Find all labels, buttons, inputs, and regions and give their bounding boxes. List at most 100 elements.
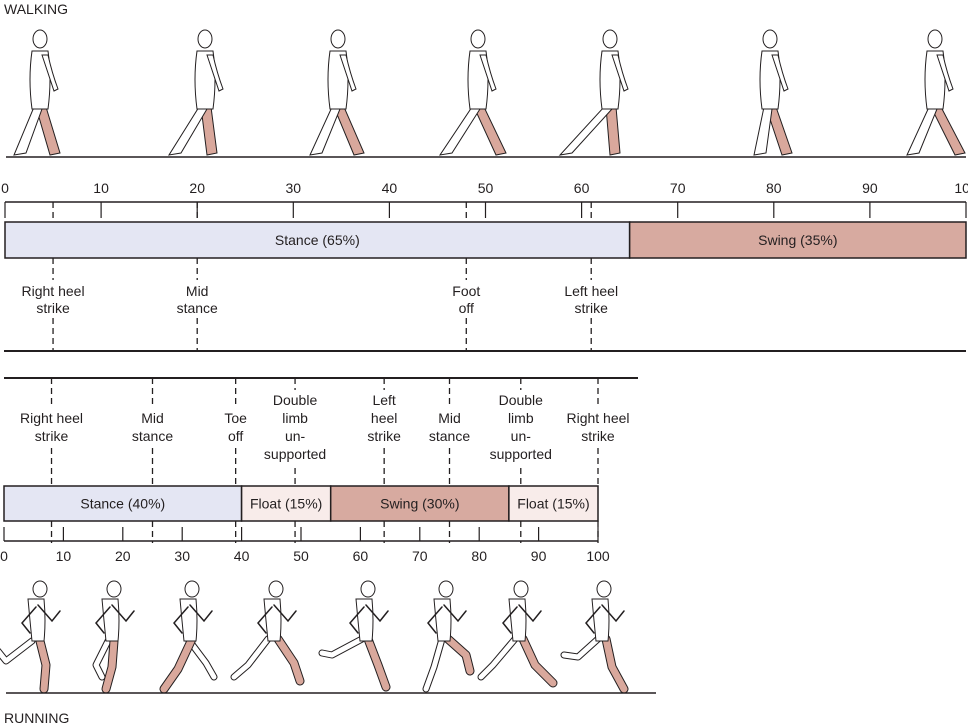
arm-shape <box>95 606 111 634</box>
running-figure-icon <box>477 580 558 688</box>
head-shape <box>438 580 454 598</box>
arm-shape <box>443 604 467 623</box>
walking-figure-icon <box>753 29 793 156</box>
leg-shape <box>906 106 938 156</box>
walking-tick-label: 30 <box>286 180 302 196</box>
head-shape <box>596 580 612 598</box>
leg-shape <box>558 106 613 156</box>
running-tick-label: 90 <box>531 548 547 564</box>
leg-shape <box>13 106 43 156</box>
arm-shape <box>585 606 601 634</box>
highlighted-leg-shape <box>930 106 966 156</box>
leg-shape <box>478 636 518 680</box>
walking-event-label: off <box>459 300 474 316</box>
highlighted-leg-shape <box>364 635 390 691</box>
arm-shape <box>611 54 629 92</box>
head-shape <box>330 29 346 49</box>
running-event-label: un- <box>511 428 532 444</box>
torso-shape <box>27 598 46 642</box>
leg-shape <box>185 636 217 680</box>
running-tick-label: 10 <box>56 548 72 564</box>
running-event-label: strike <box>35 428 69 444</box>
arm-shape <box>349 606 365 634</box>
walking-phase-segment <box>4 221 631 259</box>
walking-event-label: Mid <box>186 283 209 299</box>
running-tick-label: 0 <box>0 548 8 564</box>
arm-shape <box>365 604 389 623</box>
torso-shape <box>101 598 120 642</box>
walking-phase-label: Stance (65%) <box>275 232 360 248</box>
running-figure-icon <box>230 580 305 686</box>
running-figures <box>0 580 629 694</box>
running-event-label-bg <box>422 408 477 447</box>
walking-phase-label: Swing (35%) <box>758 232 837 248</box>
leg-shape <box>93 638 111 680</box>
walking-tick-label: 10 <box>93 180 109 196</box>
running-figure-icon <box>92 580 135 694</box>
walking-figure-icon <box>13 29 61 156</box>
walking-tick-label: 0 <box>1 180 9 196</box>
running-event-label-bg <box>558 408 638 447</box>
running-phase-label: Stance (40%) <box>80 496 165 512</box>
walking-figure-icon <box>906 29 966 156</box>
running-phase-bar: Stance (40%)Float (15%)Swing (30%)Float … <box>3 485 599 522</box>
arm-shape <box>41 54 59 92</box>
running-event-label-bg <box>364 390 405 447</box>
running-event-label: limb <box>508 410 534 426</box>
torso-shape <box>508 598 527 642</box>
running-figure-icon <box>318 580 391 692</box>
running-figure-icon <box>422 580 475 693</box>
arm-shape <box>257 606 273 634</box>
walking-figure-icon <box>167 29 224 156</box>
running-tick-label: 70 <box>412 548 428 564</box>
running-event-label-bg <box>485 390 556 465</box>
walking-phase-segment <box>628 221 967 259</box>
head-shape <box>106 580 122 598</box>
running-event-label: off <box>228 428 243 444</box>
walking-event-label: Foot <box>452 283 480 299</box>
arm-shape <box>21 606 37 634</box>
walking-figures <box>13 29 966 156</box>
running-event-label: strike <box>581 428 615 444</box>
leg-shape <box>438 106 481 156</box>
walking-figure-icon <box>309 29 365 156</box>
leg-shape <box>753 106 773 156</box>
running-tick-label: 50 <box>293 548 309 564</box>
head-shape <box>513 580 529 598</box>
running-tick-label: 80 <box>471 548 487 564</box>
leg-shape <box>319 636 365 658</box>
running-event-label: Double <box>499 392 544 408</box>
running-title: RUNNING <box>4 710 69 726</box>
leg-shape <box>231 636 271 680</box>
running-event-label: Mid <box>141 410 164 426</box>
highlighted-leg-shape <box>36 637 50 693</box>
walking-event-label: strike <box>36 300 70 316</box>
walking-tick-label: 80 <box>766 180 782 196</box>
running-events: Right heel strike Mid stance Toe off Double lim… <box>8 378 638 543</box>
running-event-label-bg <box>260 390 331 465</box>
running-tick-label: 60 <box>353 548 369 564</box>
walking-tick-label: 60 <box>574 180 590 196</box>
running-event-label: Toe <box>224 410 247 426</box>
running-phase-segment <box>240 485 332 522</box>
walking-event-label-bg <box>153 280 242 318</box>
walking-event-label: stance <box>177 300 218 316</box>
running-event-label: strike <box>367 428 401 444</box>
walking-event-label: Left heel <box>564 283 618 299</box>
running-event-label-bg <box>8 408 95 447</box>
arm-shape <box>601 604 625 623</box>
arm-shape <box>936 54 954 92</box>
running-figure-icon <box>159 580 218 694</box>
walking-tick-label: 100 <box>954 180 968 196</box>
head-shape <box>762 29 778 49</box>
walking-tick-label: 50 <box>478 180 494 196</box>
walking-tick-label: 40 <box>382 180 398 196</box>
running-event-label: stance <box>429 428 470 444</box>
running-phase-label: Float (15%) <box>250 496 322 512</box>
head-shape <box>184 580 200 598</box>
running-event-label: Right heel <box>20 410 83 426</box>
running-event-label: stance <box>132 428 173 444</box>
